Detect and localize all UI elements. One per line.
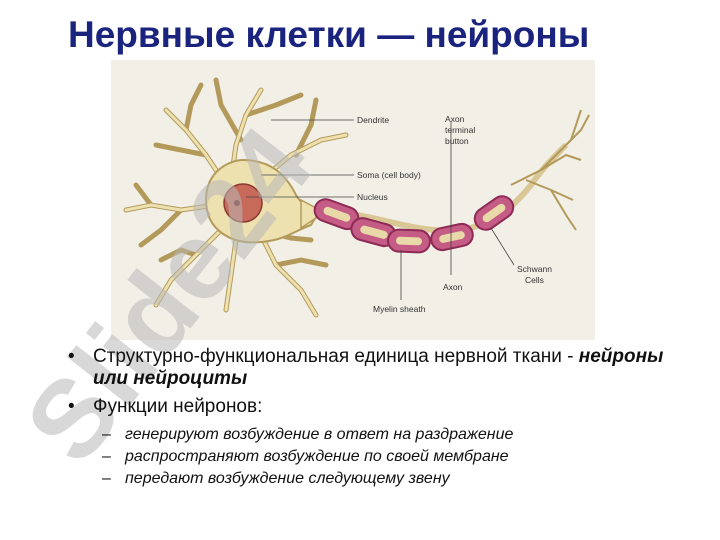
sub-bullet-symbol: – xyxy=(102,426,111,443)
bullet-item: • Функции нейронов: xyxy=(60,396,700,418)
label-dendrite: Dendrite xyxy=(357,115,389,125)
label-axon-terminal-1: Axon xyxy=(445,114,465,124)
label-schwann-1: Schwann xyxy=(517,264,552,274)
label-axon-terminal-3: button xyxy=(445,136,469,146)
bullet-emphasis: нейроны или нейроциты xyxy=(93,346,664,389)
bullet-item: • Структурно-функциональная единица нерв… xyxy=(60,346,700,390)
bullet-symbol: • xyxy=(68,346,75,367)
label-myelin-sheath: Myelin sheath xyxy=(373,304,426,314)
sub-bullet-symbol: – xyxy=(102,470,111,487)
sub-bullet-symbol: – xyxy=(102,448,111,465)
sub-bullet-item: – распространяют возбуждение по своей ме… xyxy=(60,446,700,468)
slide-title: Нервные клетки — нейроны xyxy=(68,14,590,55)
sub-bullet-text: распространяют возбуждение по своей мемб… xyxy=(125,448,509,465)
label-axon-terminal-2: terminal xyxy=(445,125,475,135)
myelin-segments xyxy=(313,195,515,254)
nucleus xyxy=(223,183,263,223)
bullet-symbol: • xyxy=(68,396,75,417)
sub-bullet-item: – передают возбуждение следующему звену xyxy=(60,468,700,490)
bullet-text: Структурно-функциональная единица нервно… xyxy=(93,346,579,367)
label-axon: Axon xyxy=(443,282,463,292)
label-nucleus: Nucleus xyxy=(357,192,388,202)
label-soma: Soma (cell body) xyxy=(357,170,421,180)
sub-bullet-text: генерируют возбуждение в ответ на раздра… xyxy=(125,426,514,443)
axon-terminals xyxy=(510,109,590,231)
label-schwann-2: Cells xyxy=(525,275,544,285)
sub-bullet-item: – генерируют возбуждение в ответ на разд… xyxy=(60,424,700,446)
bullet-text: Функции нейронов: xyxy=(93,396,263,417)
bullet-list: • Структурно-функциональная единица нерв… xyxy=(60,346,700,490)
neuron-illustration: Dendrite Soma (cell body) Nucleus Axon t… xyxy=(123,77,590,318)
sub-bullet-text: передают возбуждение следующему звену xyxy=(125,470,450,487)
neuron-diagram: Dendrite Soma (cell body) Nucleus Axon t… xyxy=(111,60,595,340)
